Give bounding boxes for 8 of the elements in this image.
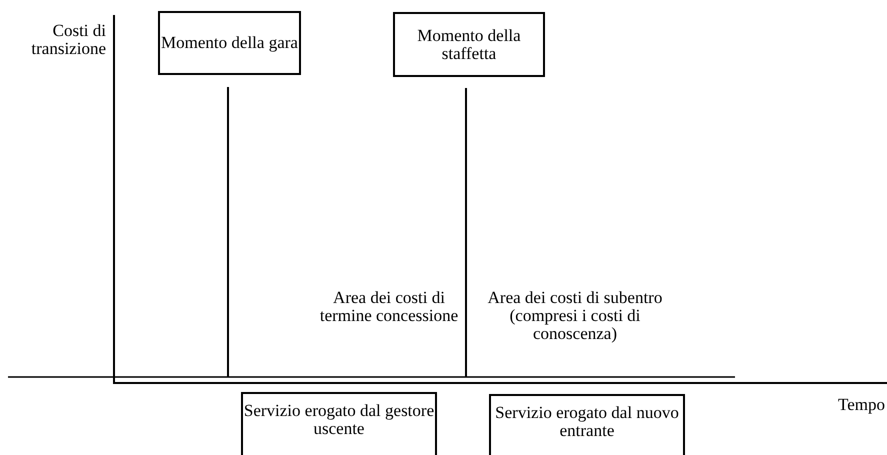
axis-label: Tempo bbox=[837, 396, 885, 414]
time-box: Momento della staffetta bbox=[393, 12, 545, 77]
area-label: Area dei costi di subentro (compresi i costi di conoscenza) bbox=[486, 289, 664, 343]
area-label: Area dei costi di termine concessione bbox=[318, 289, 460, 325]
axis-label: Costi di transizione bbox=[30, 22, 106, 58]
time-box: Servizio erogato dal gestore uscente bbox=[241, 392, 437, 455]
time-box: Momento della gara bbox=[158, 11, 301, 75]
time-box: Servizio erogato dal nuovo entrante bbox=[489, 394, 685, 455]
